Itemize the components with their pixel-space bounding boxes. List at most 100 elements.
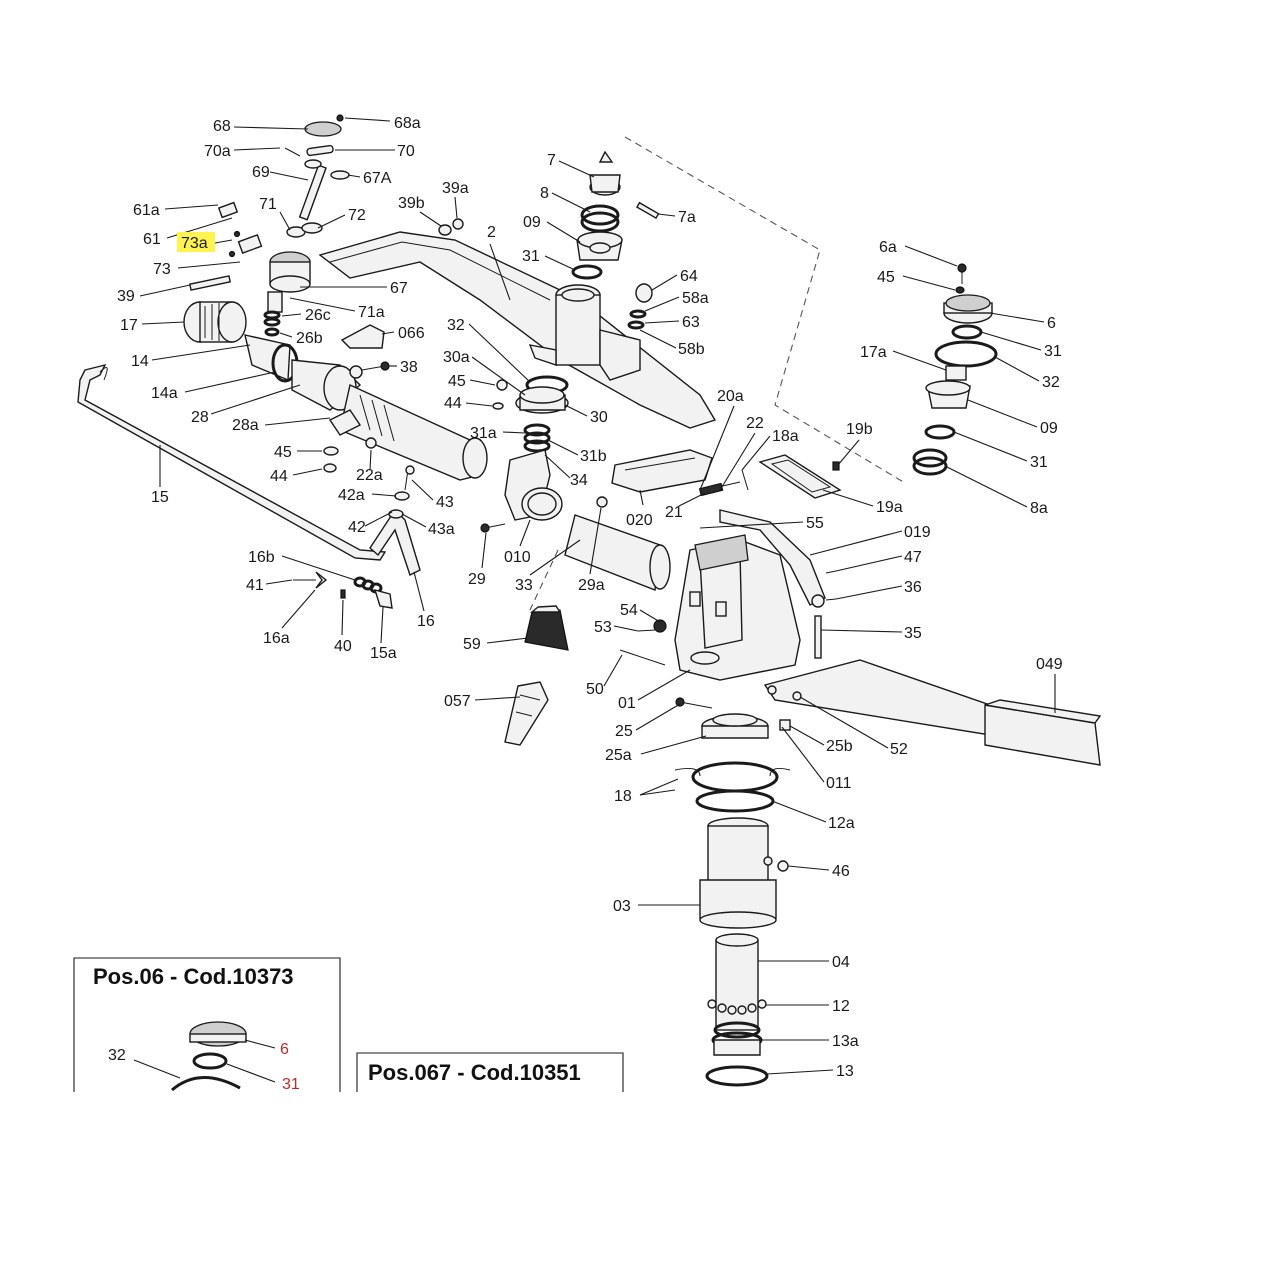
callout-label-066: 066 bbox=[398, 325, 425, 342]
callout-label-8: 8 bbox=[540, 185, 549, 202]
callout-label-35: 35 bbox=[904, 625, 922, 642]
lever-020 bbox=[611, 449, 713, 493]
callout-label-59: 59 bbox=[463, 636, 481, 653]
callout-label-58a: 58a bbox=[682, 290, 709, 307]
callout-label-31a: 31a bbox=[470, 425, 497, 442]
callout-label-25b: 25b bbox=[826, 738, 853, 755]
callout-label-54: 54 bbox=[620, 602, 638, 619]
rod-35 bbox=[814, 570, 837, 659]
callout-label-09c: 09 bbox=[1040, 420, 1058, 437]
callout-label-31d: 31 bbox=[1030, 454, 1048, 471]
washers-44-45 bbox=[323, 437, 377, 473]
callout-label-16: 16 bbox=[417, 613, 435, 630]
callout-label-28: 28 bbox=[191, 409, 209, 426]
callout-label-17a: 17a bbox=[860, 344, 887, 361]
callout-label-04: 04 bbox=[832, 954, 850, 971]
callout-label-58b: 58b bbox=[678, 341, 705, 358]
callout-label-47: 47 bbox=[904, 549, 922, 566]
callout-label-61: 61 bbox=[143, 231, 161, 248]
main-arm-2 bbox=[318, 218, 717, 429]
callout-label-31: 31 bbox=[522, 248, 540, 265]
bolt-38 bbox=[361, 361, 390, 371]
right-stack bbox=[912, 263, 998, 476]
callout-label-18: 18 bbox=[614, 788, 632, 805]
callout-label-20a: 20a bbox=[717, 388, 744, 405]
hub-30 bbox=[492, 375, 569, 453]
callout-label-45: 45 bbox=[274, 444, 292, 461]
callout-label-45c: 45 bbox=[877, 269, 895, 286]
callout-label-61a: 61a bbox=[133, 202, 160, 219]
callout-label-40: 40 bbox=[334, 638, 352, 655]
plate-61 bbox=[217, 201, 263, 258]
swivel-body-67 bbox=[267, 222, 323, 313]
arm-lever-42 bbox=[369, 465, 421, 576]
highlight-73a bbox=[177, 232, 215, 252]
callout-label-057: 057 bbox=[444, 693, 471, 710]
spring-21 bbox=[698, 481, 741, 497]
callout-label-43a: 43a bbox=[428, 521, 455, 538]
callout-label-69: 69 bbox=[252, 164, 270, 181]
leader-lines bbox=[139, 117, 1056, 1075]
callout-label-12: 12 bbox=[832, 998, 850, 1015]
callout-label-13a: 13a bbox=[832, 1033, 859, 1050]
weight-59 bbox=[524, 605, 569, 651]
elbow-010 bbox=[480, 449, 563, 533]
callout-label-16a: 16a bbox=[263, 630, 290, 647]
callout-label-19b: 19b bbox=[846, 421, 873, 438]
callout-label-28a: 28a bbox=[232, 417, 259, 434]
callout-label-52: 52 bbox=[890, 741, 908, 758]
dashed-assembly-outline bbox=[529, 136, 906, 611]
callout-label-45b: 45 bbox=[448, 373, 466, 390]
callout-label-29a: 29a bbox=[578, 577, 605, 594]
callout-label-71: 71 bbox=[259, 196, 277, 213]
callout-label-32: 32 bbox=[447, 317, 465, 334]
callout-label-67A: 67A bbox=[363, 170, 392, 187]
springs-26 bbox=[263, 310, 281, 337]
callout-label-25a: 25a bbox=[605, 747, 632, 764]
seal-ring-18 bbox=[674, 761, 791, 813]
inset-title-pos06: Pos.06 - Cod.10373 bbox=[93, 964, 294, 989]
callout-label-31b: 31b bbox=[580, 448, 607, 465]
callout-label-39a: 39a bbox=[442, 180, 469, 197]
callout-label-8a: 8a bbox=[1030, 500, 1048, 517]
callout-label-67: 67 bbox=[390, 280, 408, 297]
clamp-25 bbox=[675, 697, 791, 739]
callout-label-29: 29 bbox=[468, 571, 486, 588]
callout-label-09: 09 bbox=[523, 214, 541, 231]
callout-label-39b: 39b bbox=[398, 195, 425, 212]
label-73a: 73a bbox=[181, 235, 208, 252]
inset-callout-label-31: 31 bbox=[282, 1076, 300, 1093]
callout-label-22a: 22a bbox=[356, 467, 383, 484]
callout-label-6: 6 bbox=[1047, 315, 1056, 332]
callout-label-2: 2 bbox=[487, 224, 496, 241]
wingnut-41 bbox=[293, 571, 328, 589]
callout-label-43: 43 bbox=[436, 494, 454, 511]
callout-label-42a: 42a bbox=[338, 487, 365, 504]
callout-label-33: 33 bbox=[515, 577, 533, 594]
pin-22 bbox=[741, 469, 749, 491]
callout-label-36: 36 bbox=[904, 579, 922, 596]
callout-label-39: 39 bbox=[117, 288, 135, 305]
bracket-066 bbox=[340, 324, 385, 349]
callout-label-049: 049 bbox=[1036, 656, 1063, 673]
nozzle-14 bbox=[244, 334, 299, 383]
inset-callout-label-6: 6 bbox=[280, 1041, 289, 1058]
callout-label-31c: 31 bbox=[1044, 343, 1062, 360]
callout-label-19a: 19a bbox=[876, 499, 903, 516]
callout-label-01: 01 bbox=[618, 695, 636, 712]
bearing-body-7 bbox=[571, 150, 660, 280]
callout-label-72: 72 bbox=[348, 207, 366, 224]
callout-label-16b: 16b bbox=[248, 549, 275, 566]
callout-label-32c: 32 bbox=[1042, 374, 1060, 391]
callout-label-70a: 70a bbox=[204, 143, 231, 160]
callout-label-71a: 71a bbox=[358, 304, 385, 321]
callout-label-019: 019 bbox=[904, 524, 931, 541]
bolt-39 bbox=[188, 275, 232, 291]
callout-label-22: 22 bbox=[746, 415, 764, 432]
spring-16 bbox=[353, 576, 393, 609]
inset-title-pos067: Pos.067 - Cod.10351 bbox=[368, 1060, 581, 1085]
callout-label-46: 46 bbox=[832, 863, 850, 880]
